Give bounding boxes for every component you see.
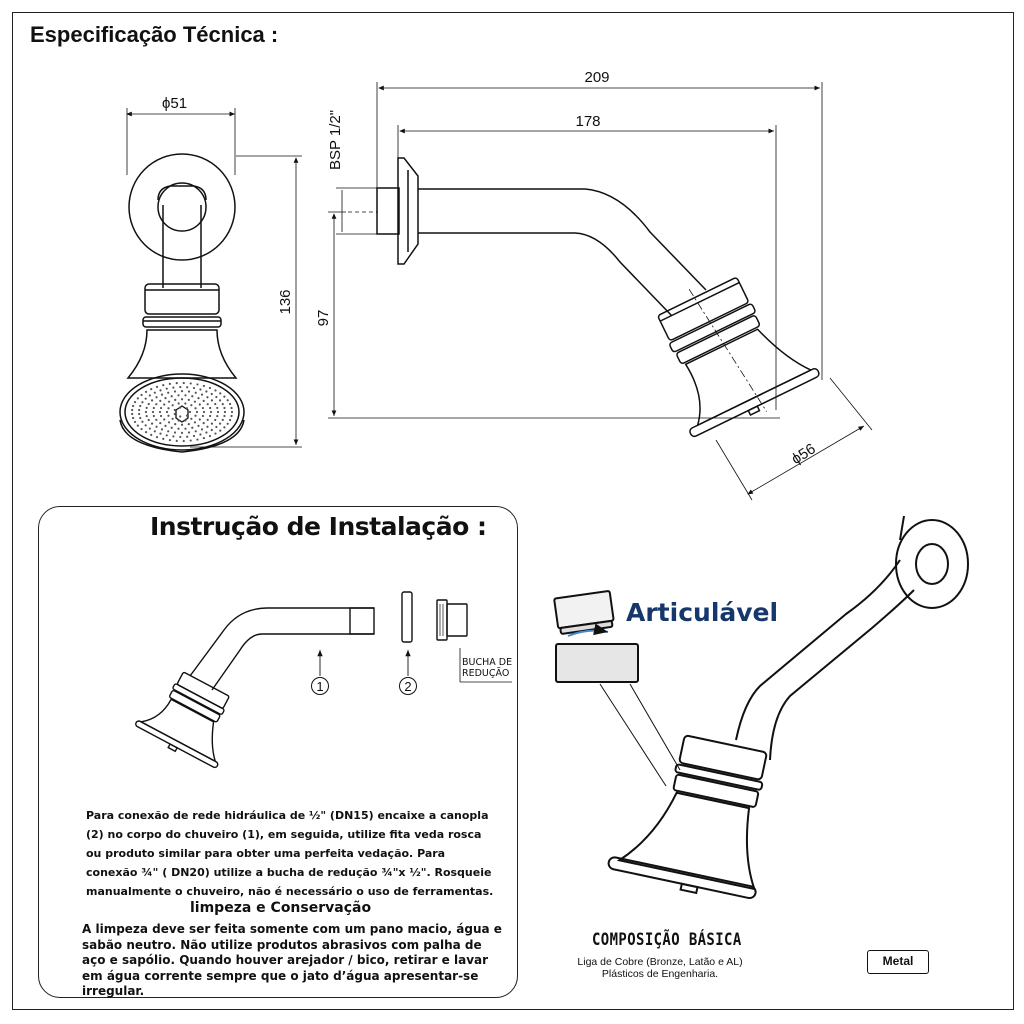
install-diagram [135,591,512,769]
composition-title: COMPOSIÇÃO BÁSICA [592,930,742,950]
cleaning-paragraph: A limpeza deve ser feita somente com um … [82,922,502,998]
installation-panel [38,506,518,998]
composition-line-1: Liga de Cobre (Bronze, Latão e AL) [577,956,743,968]
installation-paragraph: Para conexão de rede hidráulica de ½" (D… [86,809,494,898]
part-number-1: 1 [311,677,329,695]
composition-line-2: Plásticos de Engenharia. [601,968,719,980]
bucha-label: BUCHA DE REDUÇÃO [462,657,513,679]
page-title: Especificação Técnica : [30,22,279,47]
dim-thread-bsp: BSP 1/2" [327,110,344,170]
outer-frame [12,12,1014,1010]
installation-title: Instrução de Instalação : [150,512,487,541]
side-view-shower [328,82,873,501]
dim-height-97: 97 [315,310,332,327]
dim-length-178: 178 [575,113,600,130]
dim-length-209: 209 [584,69,609,86]
dim-diameter-56: ϕ56 [788,440,818,468]
dim-height-136: 136 [277,289,294,314]
front-view-shower [119,108,302,453]
cleaning-title: limpeza e Conservação [190,900,372,916]
front-view-face-dots [131,381,234,443]
articulavel-label: Articulável [626,598,779,627]
dim-diameter-51: ϕ51 [162,95,187,112]
articulated-shower [553,515,969,900]
part-number-2: 2 [399,677,417,695]
metal-badge: Metal [867,950,929,974]
